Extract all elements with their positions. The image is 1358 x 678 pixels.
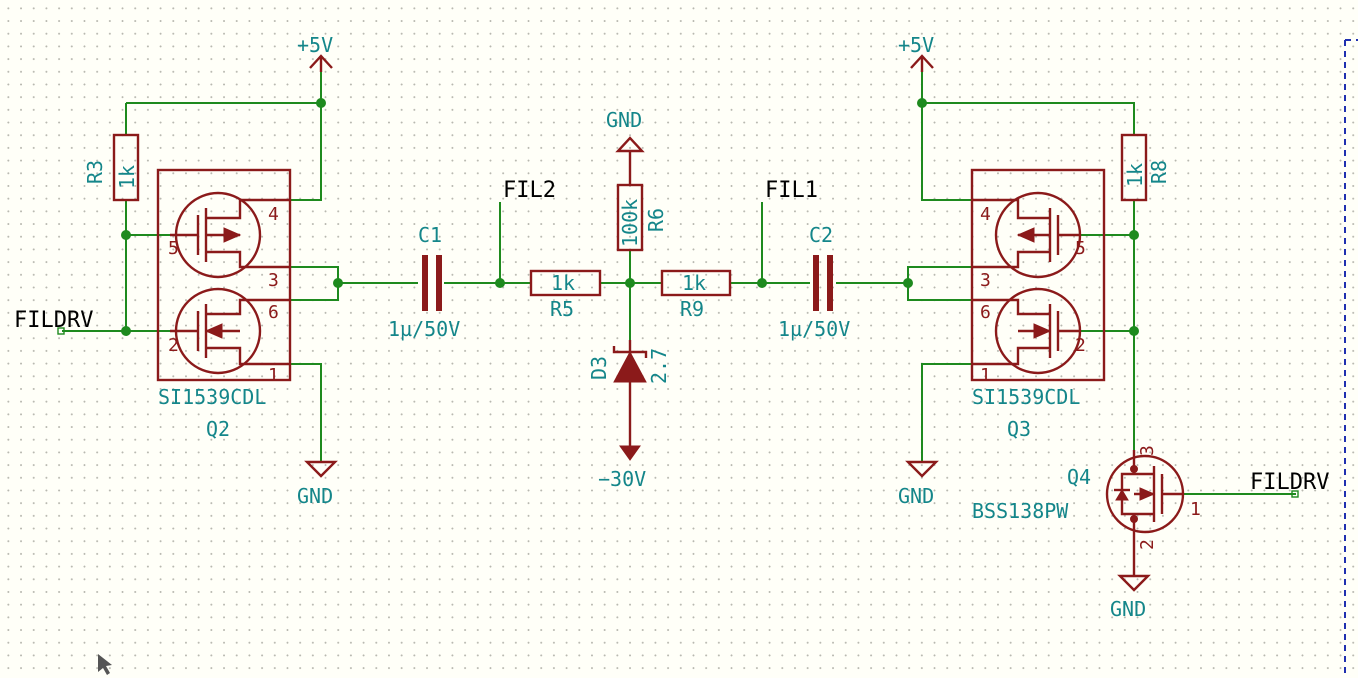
net-label-fildrv-left[interactable]: FILDRV [14,308,93,335]
svg-text:1: 1 [268,365,279,386]
wires [62,72,1296,495]
svg-text:R5: R5 [550,297,574,321]
resistor-r5[interactable]: 1k R5 [529,269,602,321]
svg-text:6: 6 [980,302,991,323]
resistor-r8[interactable]: 1k R8 [1120,133,1171,202]
power-5v-left[interactable]: +5V [297,33,333,72]
power-gnd-q2[interactable]: GND [297,460,338,508]
svg-text:SI1539CDL: SI1539CDL [158,385,266,409]
svg-text:4: 4 [980,204,991,225]
svg-text:R9: R9 [680,297,704,321]
svg-text:GND: GND [606,108,642,132]
svg-text:GND: GND [297,484,333,508]
capacitor-c2[interactable]: C2 1µ/50V [778,223,850,341]
svg-text:GND: GND [898,484,934,508]
svg-text:1: 1 [1190,499,1201,520]
svg-text:2: 2 [1075,335,1086,356]
svg-text:BSS138PW: BSS138PW [972,499,1069,523]
mosfet-q4[interactable]: 3 1 2 Q4 BSS138PW [972,445,1201,550]
net-label-fildrv-right[interactable]: FILDRV [1250,470,1329,498]
net-label-fil1[interactable]: FIL1 [765,178,818,203]
svg-text:5: 5 [1075,238,1086,259]
zener-diode-d3[interactable]: D3 2.7 [587,340,671,400]
power-5v-right[interactable]: +5V [898,33,934,72]
resistor-r9[interactable]: 1k R9 [660,269,732,321]
power-gnd-q4[interactable]: GND [1110,545,1151,621]
svg-text:1k: 1k [682,271,706,295]
svg-text:1: 1 [980,365,991,386]
svg-text:Q2: Q2 [206,417,230,441]
svg-text:2.7: 2.7 [647,348,671,384]
power-gnd-q3[interactable]: GND [898,460,939,508]
mouse-cursor-icon [98,654,112,675]
svg-text:2: 2 [168,335,179,356]
svg-text:1µ/50V: 1µ/50V [388,317,460,341]
svg-text:FILDRV: FILDRV [1250,470,1329,495]
svg-text:SI1539CDL: SI1539CDL [972,385,1080,409]
svg-text:+5V: +5V [297,33,333,57]
resistor-r3[interactable]: 1k R3 [83,133,140,202]
svg-text:5: 5 [168,238,179,259]
svg-text:FIL1: FIL1 [765,178,818,203]
svg-text:3: 3 [268,270,279,291]
capacitor-c1[interactable]: C1 1µ/50V [388,223,460,341]
svg-text:1k: 1k [551,271,575,295]
svg-text:Q4: Q4 [1067,465,1091,489]
svg-text:C1: C1 [418,223,442,247]
svg-text:R6: R6 [644,208,668,232]
junctions [121,98,1139,336]
net-label-fil2[interactable]: FIL2 [503,178,556,203]
svg-text:+5V: +5V [898,33,934,57]
resistor-r6[interactable]: 100k R6 [616,183,668,252]
svg-text:6: 6 [268,302,279,323]
mosfet-pair-q2[interactable]: 4 5 3 6 2 1 Q2 SI1539CDL [156,168,292,441]
svg-text:D3: D3 [587,356,611,380]
svg-text:1k: 1k [1123,163,1147,187]
power-minus30v[interactable]: −30V [598,400,646,491]
mosfet-pair-q3[interactable]: 4 5 3 6 2 1 Q3 SI1539CDL [970,168,1106,441]
svg-text:100k: 100k [618,199,642,247]
svg-text:R3: R3 [83,160,107,184]
svg-text:4: 4 [268,204,279,225]
svg-text:C2: C2 [809,223,833,247]
svg-text:3: 3 [1137,445,1158,456]
svg-text:FIL2: FIL2 [503,178,556,203]
svg-text:3: 3 [980,270,991,291]
svg-text:FILDRV: FILDRV [14,308,93,333]
svg-text:R8: R8 [1147,160,1171,184]
sheet-border [1344,39,1358,675]
svg-text:−30V: −30V [598,467,646,491]
svg-text:Q3: Q3 [1007,417,1031,441]
svg-text:2: 2 [1137,539,1158,550]
svg-text:1k: 1k [115,165,139,189]
power-gnd-top[interactable]: GND [606,108,645,185]
svg-text:1µ/50V: 1µ/50V [778,317,850,341]
svg-text:GND: GND [1110,597,1146,621]
